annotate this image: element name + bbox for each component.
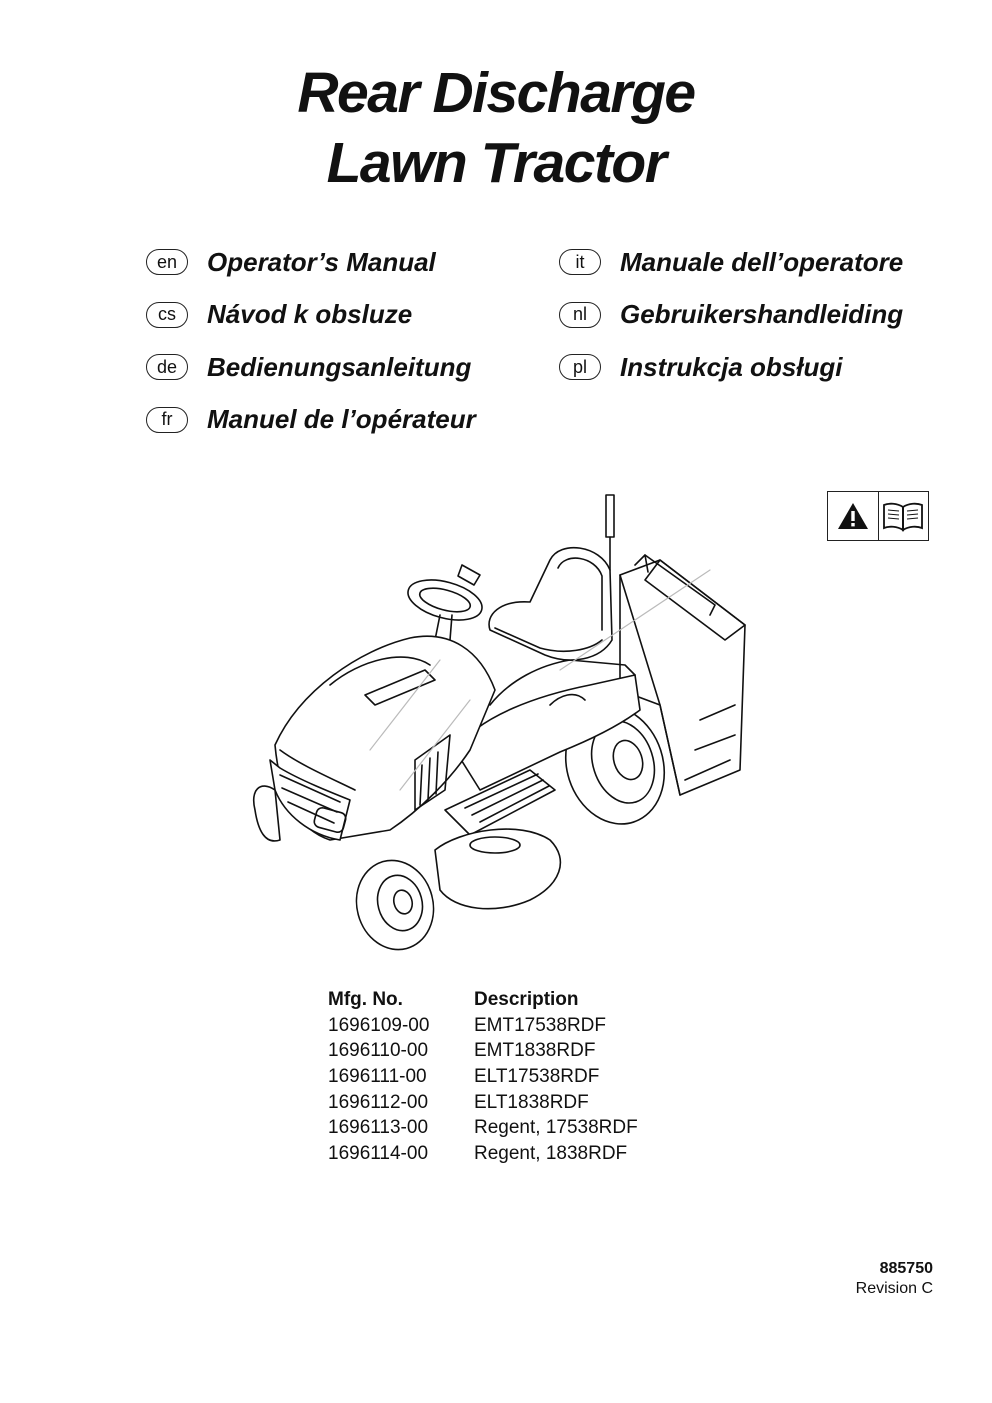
mfg-no-cell: 1696109-00 <box>328 1014 430 1036</box>
description-cell: EMT1838RDF <box>474 1040 596 1062</box>
mfg-no-cell: 1696113-00 <box>328 1117 429 1139</box>
title-line-2: Lawn Tractor <box>326 131 667 195</box>
header-mfg-no: Mfg. No. <box>328 989 403 1010</box>
front-grille <box>269 759 351 841</box>
language-code-badge: cs <box>146 301 188 328</box>
read-manual-warning-symbol <box>827 491 929 541</box>
language-item: en Operator’s Manual <box>146 236 476 289</box>
model-table: Mfg. No. Description 1696109-00 EMT17538… <box>328 987 674 1167</box>
language-code-badge: de <box>146 354 188 381</box>
description-cell: Regent, 1838RDF <box>474 1143 628 1165</box>
language-code-badge: en <box>146 249 188 276</box>
language-item: cs Návod k obsluze <box>146 289 476 342</box>
language-code-badge: it <box>559 249 601 276</box>
language-manual-title: Manuel de l’opérateur <box>207 404 476 435</box>
language-manual-title: Gebruikershandleiding <box>620 299 904 330</box>
language-list-right: it Manuale dell’operatore nl Gebruikersh… <box>559 236 903 394</box>
mower-deck <box>434 828 562 910</box>
revision-label: Revision C <box>855 1280 933 1297</box>
description-cell: ELT17538RDF <box>474 1066 600 1088</box>
table-row: 1696113-00 Regent, 17538RDF <box>328 1115 674 1141</box>
language-manual-title: Instrukcja obsługi <box>620 351 843 382</box>
left-front-wheel <box>253 785 281 842</box>
footboard <box>444 769 556 836</box>
language-manual-title: Manuale dell’operatore <box>620 246 904 277</box>
side-vent <box>414 734 451 811</box>
table-row: 1696109-00 EMT17538RDF <box>328 1013 674 1039</box>
mfg-no-cell: 1696112-00 <box>328 1091 429 1113</box>
document-title: Rear Discharge Lawn Tractor <box>0 58 992 198</box>
language-item: nl Gebruikershandleiding <box>559 289 903 342</box>
language-item: pl Instrukcja obsługi <box>559 341 903 394</box>
mfg-no-cell: 1696111-00 <box>328 1066 427 1088</box>
language-manual-title: Bedienungsanleitung <box>207 351 472 382</box>
model-table-header: Mfg. No. Description <box>328 987 674 1013</box>
language-code-badge: nl <box>559 301 601 328</box>
description-cell: EMT17538RDF <box>474 1014 606 1036</box>
table-row: 1696111-00 ELT17538RDF <box>328 1064 674 1090</box>
open-book-icon <box>877 492 929 540</box>
language-manual-title: Návod k obsluze <box>207 299 413 330</box>
language-item: de Bedienungsanleitung <box>146 341 476 394</box>
not-for-reproduction-watermark <box>369 569 711 791</box>
mfg-no-cell: 1696110-00 <box>328 1040 429 1062</box>
grass-collector-bag <box>619 554 746 796</box>
document-number-block: 885750 Revision C <box>856 1259 933 1299</box>
table-row: 1696112-00 ELT1838RDF <box>328 1090 674 1116</box>
table-row: 1696114-00 Regent, 1838RDF <box>328 1141 674 1167</box>
lawn-tractor-illustration <box>253 494 746 951</box>
language-code-badge: fr <box>146 406 188 433</box>
front-wheel <box>355 859 435 951</box>
seat <box>488 546 613 661</box>
language-manual-title: Operator’s Manual <box>207 246 436 277</box>
description-cell: ELT1838RDF <box>474 1091 589 1113</box>
language-code-badge: pl <box>559 354 601 381</box>
description-cell: Regent, 17538RDF <box>474 1117 638 1139</box>
language-item: it Manuale dell’operatore <box>559 236 903 289</box>
title-line-1: Rear Discharge <box>297 61 696 125</box>
steering-wheel <box>407 564 483 641</box>
table-row: 1696110-00 EMT1838RDF <box>328 1038 674 1064</box>
lift-lever <box>605 494 615 571</box>
language-list-left: en Operator’s Manual cs Návod k obsluze … <box>146 236 476 446</box>
document-number: 885750 <box>879 1260 933 1277</box>
warning-triangle-icon <box>828 492 878 540</box>
header-description: Description <box>474 989 579 1010</box>
language-item: fr Manuel de l’opérateur <box>146 394 476 447</box>
mfg-no-cell: 1696114-00 <box>328 1143 429 1165</box>
